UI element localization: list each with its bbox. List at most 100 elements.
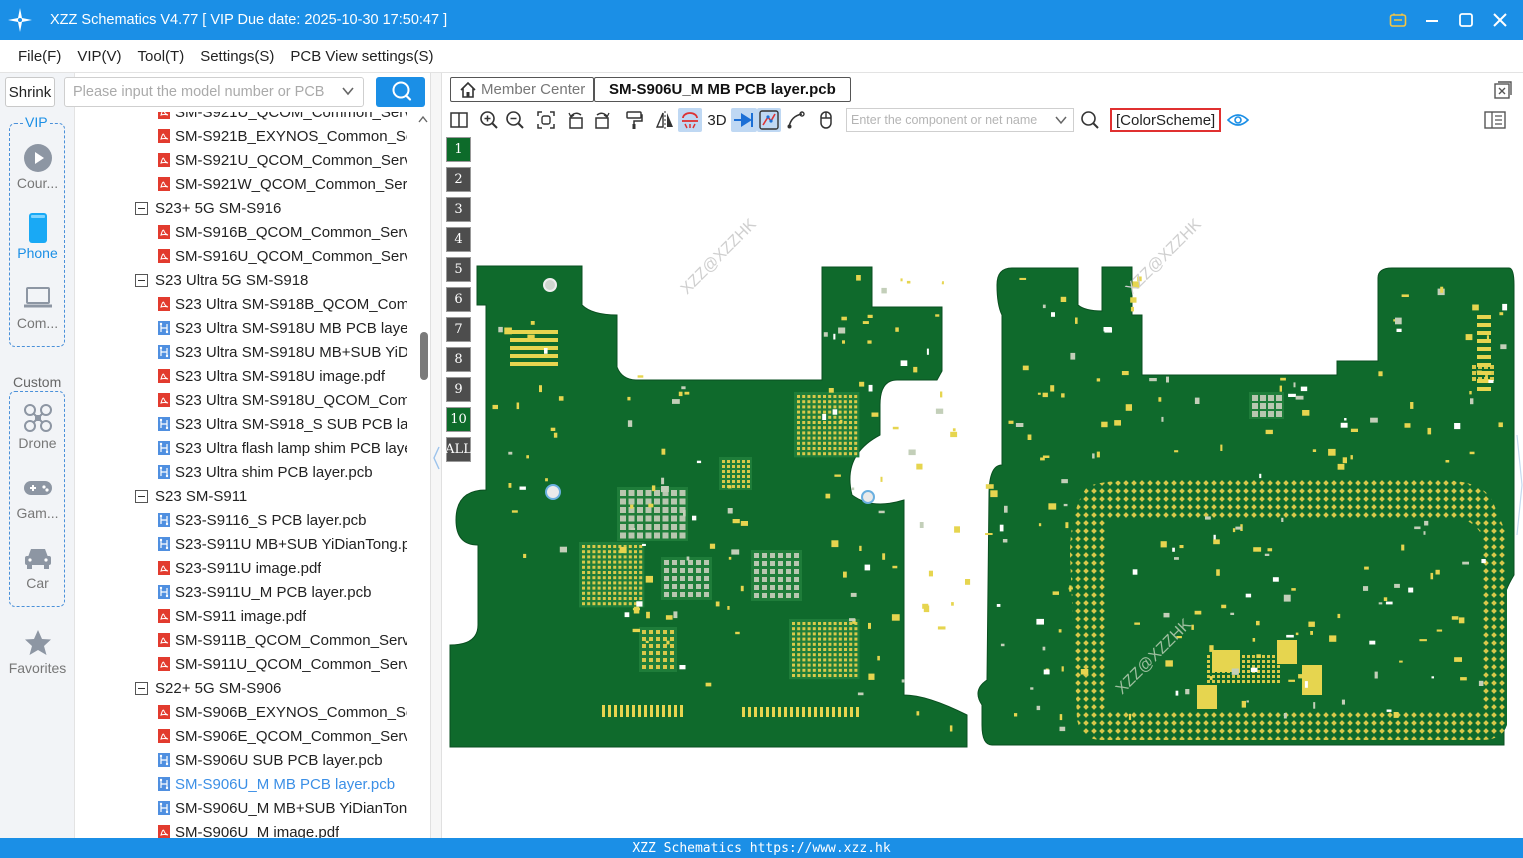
layer-button-1[interactable]: 1 bbox=[446, 137, 471, 162]
side-panel-icon[interactable] bbox=[1483, 108, 1507, 132]
tree-file-pdf[interactable]: SM-S921W_QCOM_Common_Servi bbox=[157, 172, 407, 196]
layer-button-4[interactable]: 4 bbox=[446, 227, 471, 252]
layer-button-3[interactable]: 3 bbox=[446, 197, 471, 222]
vip-crown-icon[interactable] bbox=[1385, 7, 1411, 33]
tree-item-label: S23-S911U MB+SUB YiDianTong.p bbox=[175, 535, 407, 553]
search-button[interactable] bbox=[376, 77, 425, 107]
scroll-up-icon[interactable] bbox=[416, 112, 430, 126]
tree-folder[interactable]: S22+ 5G SM-S906 bbox=[135, 676, 281, 700]
tree-file-pcb[interactable]: S23-S911U_M PCB layer.pcb bbox=[157, 580, 407, 604]
layer-button-5[interactable]: 5 bbox=[446, 257, 471, 282]
tree-file-pdf[interactable]: S23-S911U image.pdf bbox=[157, 556, 407, 580]
layer-button-7[interactable]: 7 bbox=[446, 317, 471, 342]
tree-file-pcb[interactable]: S23 Ultra flash lamp shim PCB laye bbox=[157, 436, 407, 460]
chevron-down-icon[interactable] bbox=[341, 84, 355, 101]
rail-item-car[interactable]: Car bbox=[0, 541, 75, 591]
rail-item-drone[interactable]: Drone bbox=[0, 401, 75, 451]
tree-file-pdf[interactable]: SM-S921U_QCOM_Common_Servic bbox=[157, 148, 407, 172]
collapse-minus-icon[interactable] bbox=[135, 273, 148, 287]
rail-item-favorites[interactable]: Favorites bbox=[0, 626, 75, 676]
tab-member-center[interactable]: Member Center bbox=[450, 77, 595, 102]
tree-file-pcb[interactable]: S23 Ultra SM-S918U MB PCB layer. bbox=[157, 316, 407, 340]
menu-vip[interactable]: VIP(V) bbox=[77, 47, 122, 65]
menu-settings[interactable]: Settings(S) bbox=[200, 47, 275, 65]
tree-file-pcb[interactable]: SM-S906U_M MB PCB layer.pcb bbox=[157, 772, 407, 796]
tree-file-pcb[interactable]: S23 Ultra SM-S918_S SUB PCB laye bbox=[157, 412, 407, 436]
tree-file-pcb[interactable]: S23 Ultra shim PCB layer.pcb bbox=[157, 460, 407, 484]
close-tabs-icon[interactable] bbox=[1493, 80, 1513, 103]
layer-button-all[interactable]: ALL bbox=[445, 437, 472, 462]
zoom-out-icon[interactable] bbox=[503, 108, 527, 132]
tree-file-pdf[interactable]: SM-S911 image.pdf bbox=[157, 604, 407, 628]
tree-file-pdf[interactable]: S23 Ultra SM-S918B_QCOM_Comm bbox=[157, 292, 407, 316]
tree-file-pcb[interactable]: S23 Ultra SM-S918U MB+SUB YiDi bbox=[157, 340, 407, 364]
mouse-mode-icon[interactable] bbox=[814, 108, 838, 132]
tree-file-pdf[interactable]: SM-S911B_QCOM_Common_Servic bbox=[157, 628, 407, 652]
flip-board-icon[interactable] bbox=[678, 108, 702, 132]
eye-icon[interactable] bbox=[1226, 108, 1250, 132]
tree-folder[interactable]: S23 Ultra 5G SM-S918 bbox=[135, 268, 308, 292]
model-search-input[interactable] bbox=[73, 84, 333, 100]
tab-active-pcb[interactable]: SM-S906U_M MB PCB layer.pcb bbox=[594, 77, 851, 102]
layer-button-10[interactable]: 10 bbox=[446, 407, 471, 432]
component-search-input[interactable] bbox=[851, 113, 1051, 127]
pcb-board-drawing[interactable]: XZZ@XZZHK XZZ@XZZHK XZZ@XZZHK bbox=[442, 135, 1523, 838]
tree-file-pdf[interactable]: SM-S906B_EXYNOS_Common_Serv bbox=[157, 700, 407, 724]
rail-item-computer[interactable]: Com... bbox=[0, 281, 75, 331]
tree-file-pdf[interactable]: SM-S921U_QCOM_Common_Servic bbox=[157, 112, 407, 124]
trace-route-icon[interactable] bbox=[784, 108, 808, 132]
rotate-left-icon[interactable] bbox=[564, 108, 588, 132]
tree-folder[interactable]: S23 SM-S911 bbox=[135, 484, 247, 508]
close-icon[interactable] bbox=[1487, 7, 1513, 33]
zoom-in-icon[interactable] bbox=[477, 108, 501, 132]
menu-pcb-view-settings[interactable]: PCB View settings(S) bbox=[290, 47, 434, 65]
collapse-minus-icon[interactable] bbox=[135, 681, 148, 695]
panel-splitter[interactable] bbox=[430, 73, 442, 838]
tree-file-pdf[interactable]: SM-S916U_QCOM_Common_Servic bbox=[157, 244, 407, 268]
pcb-canvas[interactable]: XZZ@XZZHK XZZ@XZZHK XZZ@XZZHK bbox=[442, 135, 1523, 838]
layer-button-2[interactable]: 2 bbox=[446, 167, 471, 192]
tree-file-pdf[interactable]: S23 Ultra SM-S918U image.pdf bbox=[157, 364, 407, 388]
rotate-right-icon[interactable] bbox=[590, 108, 614, 132]
paint-brush-icon[interactable] bbox=[622, 108, 646, 132]
color-scheme-button[interactable]: [ColorScheme] bbox=[1110, 108, 1222, 132]
tree-file-pdf[interactable]: SM-S906U_M image.pdf bbox=[157, 820, 407, 838]
chevron-down-icon[interactable] bbox=[1054, 113, 1068, 130]
rail-item-game[interactable]: Gam... bbox=[0, 471, 75, 521]
mirror-flip-icon[interactable] bbox=[653, 108, 677, 132]
model-search-box[interactable] bbox=[64, 77, 364, 107]
collapse-minus-icon[interactable] bbox=[135, 201, 148, 215]
tree-file-pcb[interactable]: S23-S911U MB+SUB YiDianTong.p bbox=[157, 532, 407, 556]
tree-file-pdf[interactable]: SM-S911U_QCOM_Common_Servic bbox=[157, 652, 407, 676]
split-view-icon[interactable] bbox=[447, 108, 471, 132]
tree-file-pdf[interactable]: SM-S916B_QCOM_Common_Servic bbox=[157, 220, 407, 244]
tree-file-pcb[interactable]: SM-S906U_M MB+SUB YiDianTong bbox=[157, 796, 407, 820]
layer-button-6[interactable]: 6 bbox=[446, 287, 471, 312]
rail-item-courses[interactable]: Cour... bbox=[0, 141, 75, 191]
layer-button-8[interactable]: 8 bbox=[446, 347, 471, 372]
pin-mode-icon[interactable] bbox=[731, 108, 757, 132]
menu-tool[interactable]: Tool(T) bbox=[137, 47, 185, 65]
tree-scrollbar[interactable] bbox=[416, 112, 430, 838]
3d-view-button[interactable]: 3D bbox=[707, 111, 727, 129]
tree-file-pdf[interactable]: S23 Ultra SM-S918U_QCOM_Comm bbox=[157, 388, 407, 412]
tree-file-pcb[interactable]: SM-S906U SUB PCB layer.pcb bbox=[157, 748, 407, 772]
tree-file-pdf[interactable]: SM-S921B_EXYNOS_Common_Serv bbox=[157, 124, 407, 148]
layer-button-9[interactable]: 9 bbox=[446, 377, 471, 402]
home-icon bbox=[459, 81, 477, 99]
menu-file[interactable]: File(F) bbox=[18, 47, 62, 65]
shrink-button[interactable]: Shrink bbox=[5, 77, 55, 107]
component-search-icon[interactable] bbox=[1078, 108, 1102, 132]
net-highlight-icon[interactable] bbox=[757, 108, 781, 132]
tree-folder[interactable]: S23+ 5G SM-S916 bbox=[135, 196, 281, 220]
collapse-arrow-icon[interactable] bbox=[431, 443, 443, 473]
maximize-icon[interactable] bbox=[1453, 7, 1479, 33]
minimize-icon[interactable] bbox=[1419, 7, 1445, 33]
collapse-minus-icon[interactable] bbox=[135, 489, 148, 503]
tree-scroll-thumb[interactable] bbox=[420, 332, 428, 380]
fit-screen-icon[interactable] bbox=[534, 108, 558, 132]
tree-file-pcb[interactable]: S23-S9116_S PCB layer.pcb bbox=[157, 508, 407, 532]
tree-file-pdf[interactable]: SM-S906E_QCOM_Common_Servic bbox=[157, 724, 407, 748]
rail-item-phone[interactable]: Phone bbox=[0, 211, 75, 261]
component-search-box[interactable] bbox=[846, 108, 1074, 132]
